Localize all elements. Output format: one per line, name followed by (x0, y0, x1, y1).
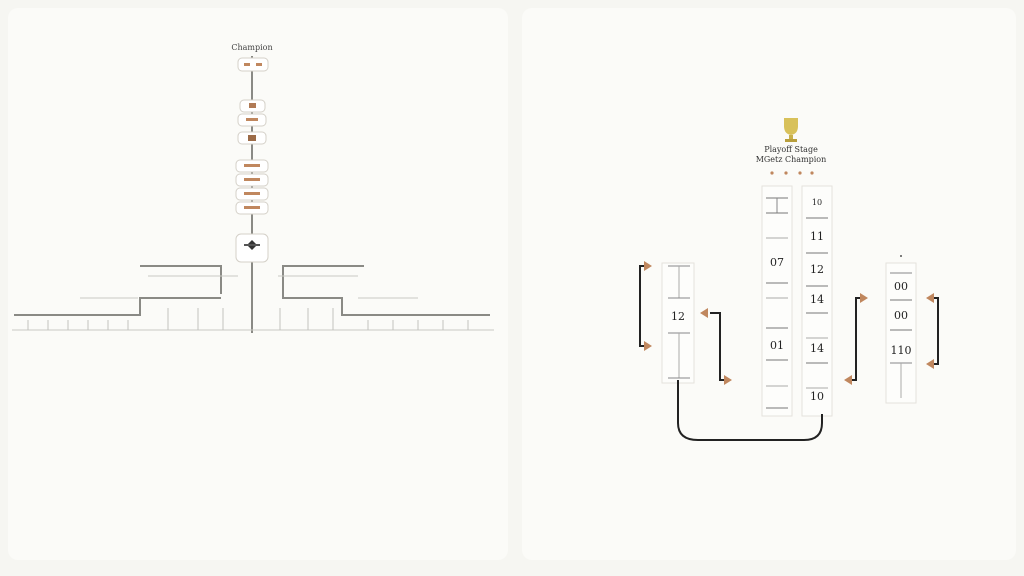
trophy-icon (784, 118, 798, 142)
center-b-score: 12 (810, 263, 824, 276)
right-group-score: 00 (894, 280, 908, 293)
connector-arrow-icons (644, 261, 934, 385)
right-bracket-panel: Playoff Stage MGetz Champion 07 01 (522, 8, 1016, 560)
right-group-column (885, 255, 917, 404)
match-pod[interactable] (235, 159, 269, 173)
match-pod[interactable] (235, 201, 269, 215)
center-b-score: 11 (810, 230, 824, 243)
accent-dots (770, 171, 814, 175)
match-pod[interactable] (237, 131, 267, 145)
playoff-heading-line2: MGetz Champion (756, 155, 827, 164)
center-b-score: 14 (810, 293, 824, 306)
left-group-column (661, 262, 695, 384)
center-column-b (801, 185, 833, 417)
match-pod[interactable] (239, 99, 266, 113)
right-bracket-diagram: Playoff Stage MGetz Champion 07 01 (639, 118, 939, 441)
match-pod[interactable] (235, 173, 269, 187)
right-group-score: 110 (891, 344, 912, 357)
center-a-score: 01 (770, 339, 784, 352)
left-bracket-panel: Champion (8, 8, 508, 560)
center-b-score: 10 (810, 390, 824, 403)
left-side-connectors (14, 265, 222, 316)
match-pod[interactable] (235, 187, 269, 201)
semifinal-pod[interactable] (235, 233, 269, 263)
left-tick-rows (12, 275, 494, 331)
left-group-score: 12 (671, 310, 685, 323)
playoff-heading-line1: Playoff Stage (764, 145, 818, 154)
match-pod[interactable] (237, 113, 267, 127)
match-pod[interactable] (237, 57, 269, 72)
right-side-connectors (282, 265, 490, 316)
left-bracket-diagram: Champion (12, 43, 494, 333)
center-b-score: 10 (812, 198, 822, 207)
center-a-score: 07 (770, 256, 784, 269)
left-champion-title: Champion (231, 43, 272, 52)
center-b-score: 14 (810, 342, 824, 355)
center-column-a (761, 185, 793, 417)
right-group-score: 00 (894, 309, 908, 322)
